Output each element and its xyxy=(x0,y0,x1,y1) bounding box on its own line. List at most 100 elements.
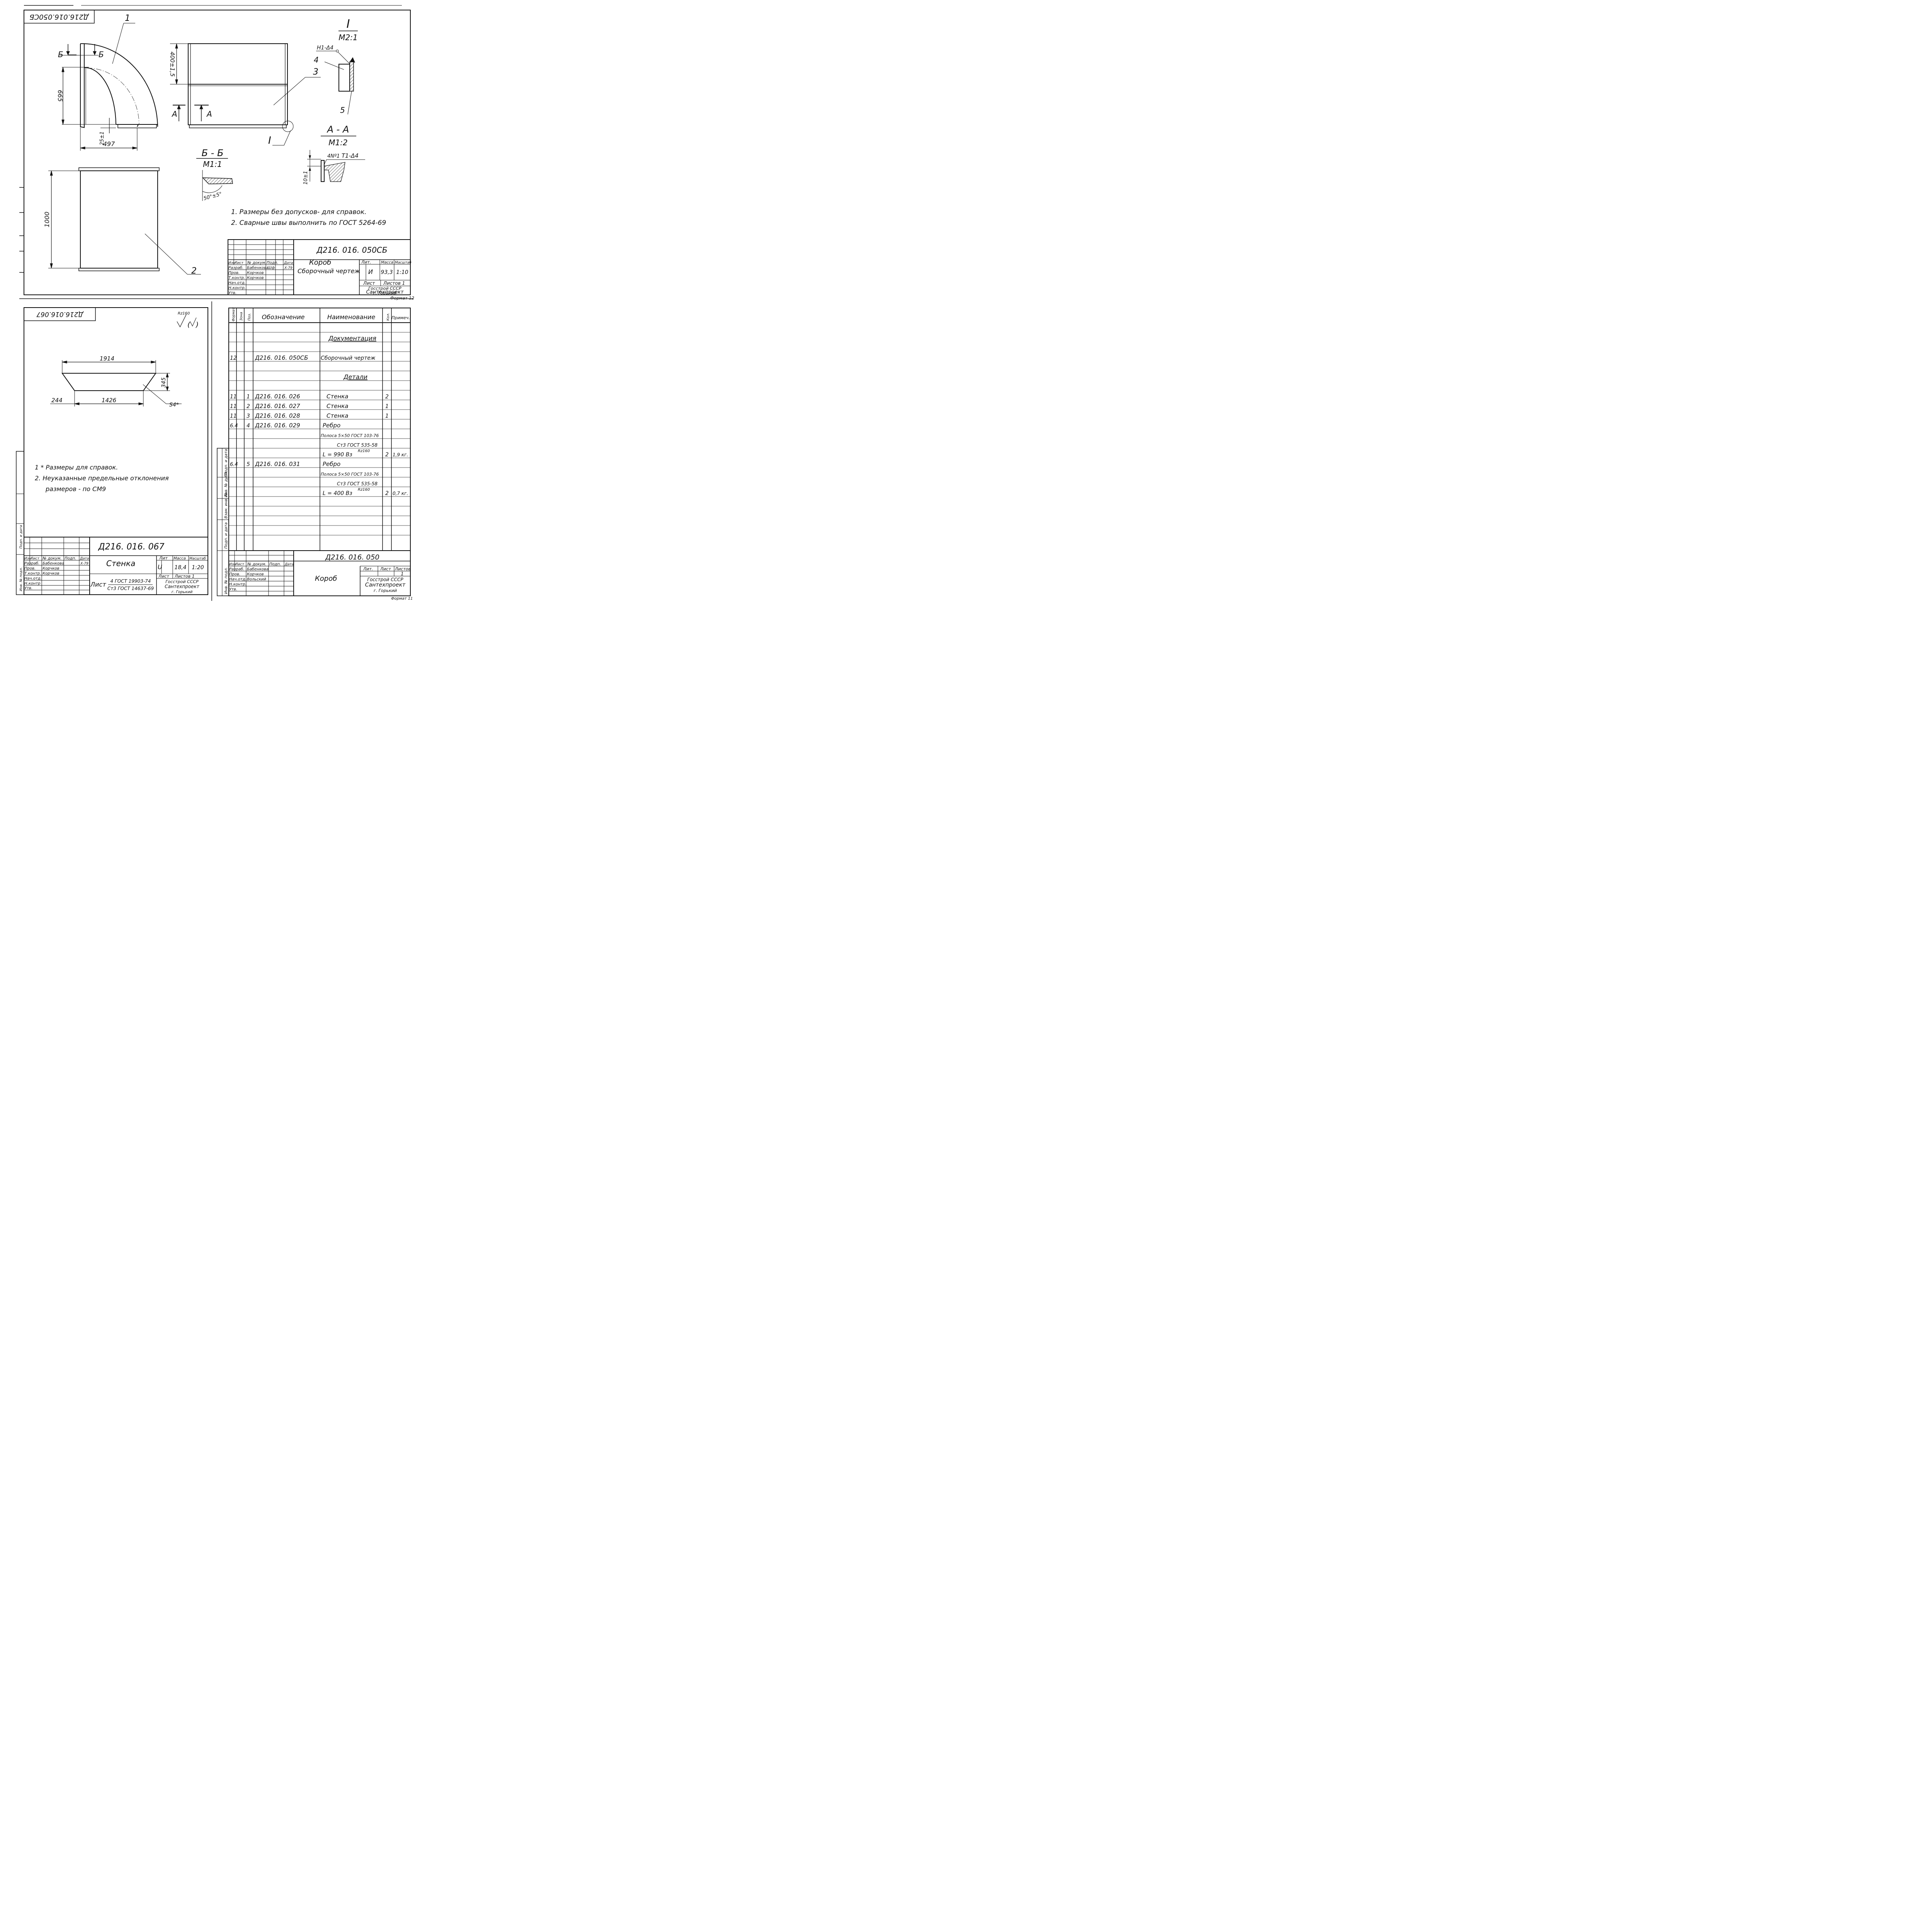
tb3-person-2: Вольский xyxy=(247,577,266,582)
sheet2-note-1: 1 * Размеры для справок. xyxy=(35,464,118,471)
tb3-sheet-label: Лист xyxy=(380,566,391,571)
row-11-qty: 2 xyxy=(385,490,389,497)
tb2-hdr-doc: № докум. xyxy=(42,556,61,561)
sheet-1-frame xyxy=(24,10,411,295)
section-documentation: Документация xyxy=(328,335,376,342)
tb1-role-0: Разраб. xyxy=(228,265,243,270)
sheet3-side-5: Инв. № подл. xyxy=(224,567,228,594)
sheet3-side-strip xyxy=(217,448,229,596)
row-9-name: Полоса 5×50 ГОСТ 103-76 xyxy=(321,472,379,477)
roughness-symbol-2 xyxy=(190,317,197,327)
tb2-person-1: Корчков xyxy=(43,566,60,571)
dim-10: 10±1 xyxy=(303,171,309,185)
tb1-hdr-izm: Изм xyxy=(228,261,236,265)
row-1-pos: 1 xyxy=(247,394,250,400)
tb1-lit-value: И xyxy=(368,268,373,276)
hdr-name: Наименование xyxy=(327,313,375,321)
roughness-symbol xyxy=(177,314,187,328)
row-0-format: 12 xyxy=(230,355,237,361)
tb3-hdr-izm: Изм xyxy=(229,563,236,566)
tb1-role-1: Пров. xyxy=(228,271,240,275)
part-flat-pattern xyxy=(50,360,182,406)
row-8-format: 6.4 xyxy=(230,462,238,468)
row-2-qty: 1 xyxy=(385,403,389,410)
tb2-mass-label: Масса xyxy=(173,556,186,561)
tb3-role-2: Нач.отд. xyxy=(229,577,247,582)
side-view xyxy=(48,167,201,275)
tb2-hdr-podp: Подп. xyxy=(65,556,76,561)
spec-row: Полоса 5×50 ГОСТ 103-76 xyxy=(321,433,379,438)
tb3-name: Короб xyxy=(315,575,337,583)
tb2-hdr-data: Дата xyxy=(80,557,89,561)
tb2-date: Х-79 xyxy=(80,562,88,566)
tb3-role-0: Разраб. xyxy=(229,567,244,571)
row-4-designation: Д216. 016. 029 xyxy=(255,422,300,429)
spec-row: Полоса 5×50 ГОСТ 103-76 xyxy=(321,472,379,477)
spec-row: L = 990 Вз Rz160 2 1,9 кг. xyxy=(323,449,408,458)
row-1-format: 11 xyxy=(230,394,237,400)
tb1-hdr-data: Дата xyxy=(284,261,293,265)
tb1-name-2: Сборочный чертеж xyxy=(298,267,360,275)
hdr-designation: Обозначение xyxy=(262,313,304,321)
front-view xyxy=(170,43,321,146)
sheet-1-assembly: Д216.016.050СБ xyxy=(19,5,414,301)
row-4-format: 6.4 xyxy=(230,423,238,429)
tb1-org-2: Сантехпроект xyxy=(366,289,404,295)
tb2-role-1: Пров. xyxy=(24,566,36,571)
row-4-pos: 4 xyxy=(247,423,250,429)
row-8-pos: 5 xyxy=(247,461,250,468)
dim-1426: 1426 xyxy=(102,397,116,404)
sheet3-side-3: Взам. инв. № xyxy=(224,492,228,519)
weld-4n1: 4Nº1 xyxy=(327,153,340,159)
spec-row: 11 1 Д216. 016. 026 Стенка 2 xyxy=(230,393,389,400)
tb2-role-3: Нач.отд. xyxy=(24,577,42,581)
row-7-roughness: Rz160 xyxy=(358,449,370,453)
tb2-scale-label: Масштаб xyxy=(189,557,206,561)
detail-i-title: I xyxy=(347,17,350,31)
row-5-name: Полоса 5×50 ГОСТ 103-76 xyxy=(321,433,379,438)
sheet2-note-3: размеров - по СМ9 xyxy=(45,485,106,493)
tb1-lit-label: Лит. xyxy=(361,260,371,265)
code-stamp: Д216.016.050СБ xyxy=(29,13,89,21)
tb1-hdr-list: Лист xyxy=(234,261,244,265)
row-11-roughness: Rz160 xyxy=(358,488,370,492)
tb3-footer: Формат 11 xyxy=(391,597,413,601)
sheet2-note-2: 2. Неуказанные предельные отклонения xyxy=(35,474,169,482)
callout-1: 1 xyxy=(125,14,130,23)
row-0-designation: Д216. 016. 050СБ xyxy=(255,354,308,361)
row-2-designation: Д216. 016. 027 xyxy=(255,403,300,410)
tb1-role-3: Нач.отд. xyxy=(228,281,246,285)
tb1-mass-label: Масса xyxy=(381,260,393,265)
weld-t1: Т1-Δ4 xyxy=(342,152,359,159)
section-mark-a-right: А xyxy=(206,109,212,119)
tb2-lit-label: Лит xyxy=(159,556,168,561)
sheet3-side-1: Подп. и дата xyxy=(224,449,228,475)
row-1-name: Стенка xyxy=(327,393,349,400)
tb2-material-prefix: Лист xyxy=(90,581,106,588)
roughness-mark: Rz160 xyxy=(178,311,190,316)
sheet-2-part: Д216.016.067 Rz160 ( ) 1914 345 1426 2 xyxy=(16,307,208,595)
row-7-qty: 2 xyxy=(385,452,389,458)
spec-row: 12 Д216. 016. 050СБ Сборочный чертеж xyxy=(230,354,376,361)
detail-i: I М2:1 Н1-Δ4 4 5 xyxy=(314,17,358,115)
section-bb: Б - Б М1:1 50°±5° xyxy=(196,148,233,202)
sheet3-side-2: Инв. № дубл. xyxy=(224,471,228,497)
tb1-scale-label: Масштаб xyxy=(395,261,412,265)
tb1-scale-value: 1:10 xyxy=(396,269,408,276)
tb1-person-1: Корчков xyxy=(247,271,264,275)
detail-mark-i: I xyxy=(268,135,271,146)
tb3-person-1: Корчков xyxy=(247,572,264,577)
hdr-format: Формат xyxy=(232,307,236,321)
row-7-note: 1,9 кг. xyxy=(393,452,408,457)
tb3-hdr-list: Лист xyxy=(235,563,245,566)
dim-1000: 1000 xyxy=(43,212,51,228)
tb2-role-0: Разраб. xyxy=(24,561,39,566)
tb2-person-2: Корчков xyxy=(43,571,60,576)
code-stamp-box xyxy=(24,10,95,24)
hdr-note: Примеч. xyxy=(391,315,410,320)
sheet-3-specification: Подп. и дата Инв. № дубл. Взам. инв. № П… xyxy=(217,307,413,601)
drawing-canvas: Д216.016.050СБ xyxy=(16,5,414,601)
tb2-role-2: Т.контр. xyxy=(24,571,41,576)
tb1-code: Д216. 016. 050СБ xyxy=(316,245,387,255)
spec-row: 6.4 5 Д216. 016. 031 Ребро xyxy=(230,461,340,468)
